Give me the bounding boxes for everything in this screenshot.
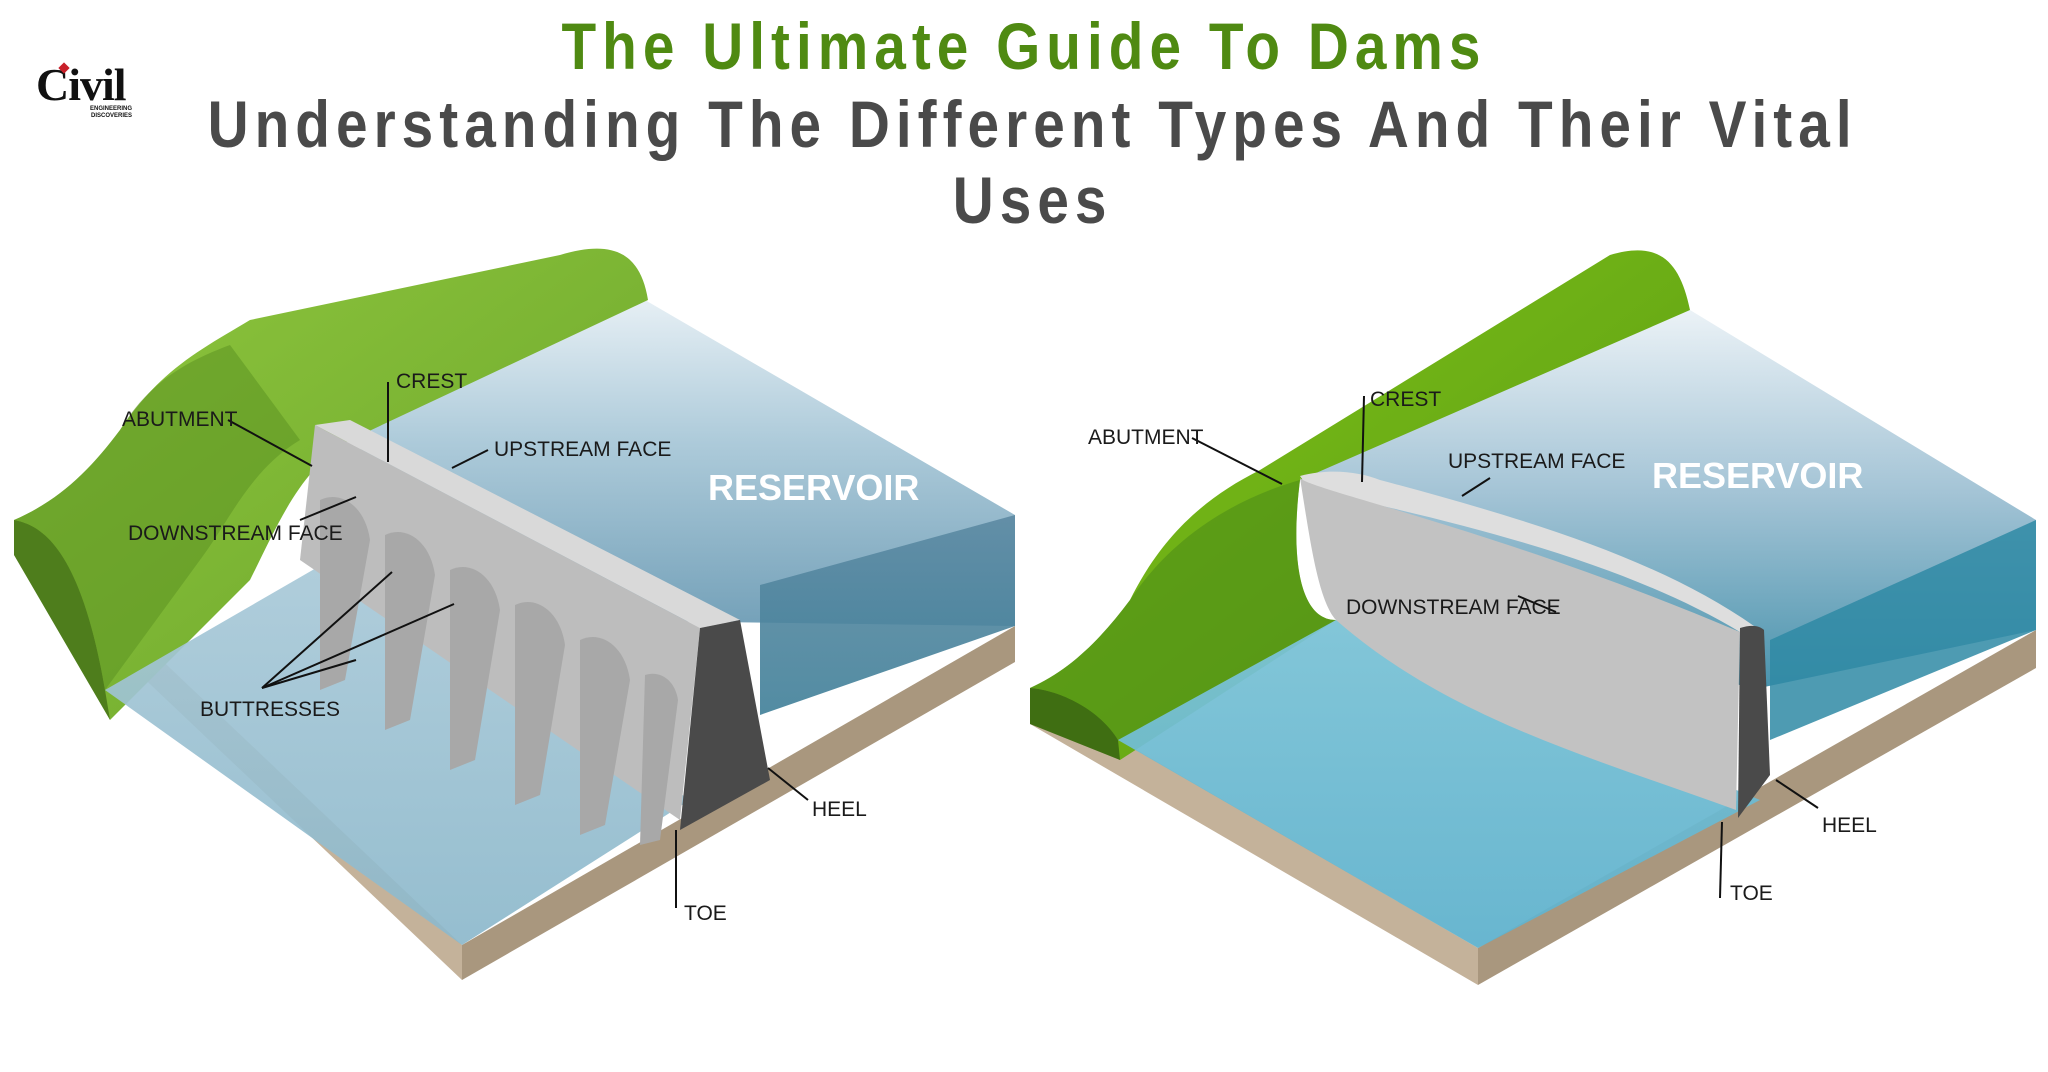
label-crest: CREST — [1370, 388, 1441, 411]
brand-logo: Civil ENGINEERING DISCOVERIES — [36, 58, 146, 120]
leader-lines — [1191, 395, 1819, 899]
hillside-shadow — [1030, 688, 1120, 760]
dam-end-face — [1738, 625, 1770, 818]
crest-leader — [1361, 395, 1365, 483]
downstream-water — [105, 560, 690, 945]
label-toe: TOE — [1730, 882, 1773, 905]
buttresses-leader-2 — [261, 603, 455, 689]
dam-crest-surface — [315, 420, 740, 628]
buttresses-group — [320, 496, 678, 845]
hillside-shadow — [14, 520, 110, 720]
label-reservoir: RESERVOIR — [1652, 455, 1863, 496]
label-abutment: ABUTMENT — [1088, 426, 1204, 449]
label-heel: HEEL — [1822, 814, 1877, 837]
reservoir-side-face — [1770, 520, 2036, 740]
label-heel: HEEL — [812, 798, 867, 821]
dam-downstream-face — [1300, 478, 1740, 810]
ground-slab-front — [1030, 688, 1478, 985]
abutment-leader — [1191, 437, 1283, 485]
reservoir-side-face — [760, 515, 1015, 715]
toe-leader — [1719, 821, 1723, 899]
ground-slab-side — [462, 626, 1015, 980]
heel-leader — [767, 767, 809, 801]
abutment-hillside — [14, 248, 648, 720]
buttress — [515, 601, 565, 805]
buttresses-leader-1 — [261, 571, 393, 689]
labels: ABUTMENT CREST UPSTREAM FACE DOWNSTREAM … — [1088, 388, 1877, 905]
label-upstream-face: UPSTREAM FACE — [494, 438, 671, 461]
heel-leader — [1775, 779, 1819, 809]
leader-lines — [227, 382, 809, 908]
label-reservoir: RESERVOIR — [708, 467, 919, 508]
buttress — [450, 566, 500, 770]
label-downstream-face: DOWNSTREAM FACE — [1346, 596, 1561, 619]
buttress — [640, 673, 678, 845]
arch-dam-diagram: ABUTMENT CREST UPSTREAM FACE DOWNSTREAM … — [1030, 250, 2036, 985]
ground-slab-side — [1478, 630, 2036, 985]
dam-crest-surface — [1300, 471, 1754, 632]
dam-end-face — [680, 620, 770, 830]
logo-tagline: ENGINEERING DISCOVERIES — [64, 106, 132, 120]
logo-tagline-2: DISCOVERIES — [90, 113, 132, 119]
label-downstream-face: DOWNSTREAM FACE — [128, 522, 343, 545]
buttress — [580, 636, 630, 835]
page-subtitle: Understanding The Different Types And Th… — [207, 87, 1858, 237]
buttress — [320, 496, 370, 690]
hillside-dark-face — [1030, 480, 1336, 740]
buttresses-leader-3 — [261, 659, 357, 689]
hillside-dark-face — [14, 345, 300, 690]
labels: ABUTMENT CREST UPSTREAM FACE DOWNSTREAM … — [122, 370, 919, 925]
label-toe: TOE — [684, 902, 727, 925]
upstream-face-leader — [451, 449, 489, 469]
buttress — [385, 531, 435, 730]
label-upstream-face: UPSTREAM FACE — [1448, 450, 1625, 473]
label-crest: CREST — [396, 370, 467, 393]
logo-tagline-1: ENGINEERING — [89, 106, 132, 112]
upstream-face-leader — [1461, 477, 1491, 497]
downstream-water — [1118, 620, 1760, 948]
abutment-leader — [227, 419, 313, 467]
label-abutment: ABUTMENT — [122, 408, 238, 431]
downstream-face-leader — [1517, 595, 1557, 613]
logo-word: Civil — [36, 59, 127, 110]
downstream-face-leader — [299, 496, 357, 521]
buttress-dam-diagram: ABUTMENT CREST UPSTREAM FACE DOWNSTREAM … — [14, 248, 1015, 980]
page-title: The Ultimate Guide To Dams — [561, 9, 1487, 83]
label-buttresses: BUTTRESSES — [200, 698, 340, 721]
